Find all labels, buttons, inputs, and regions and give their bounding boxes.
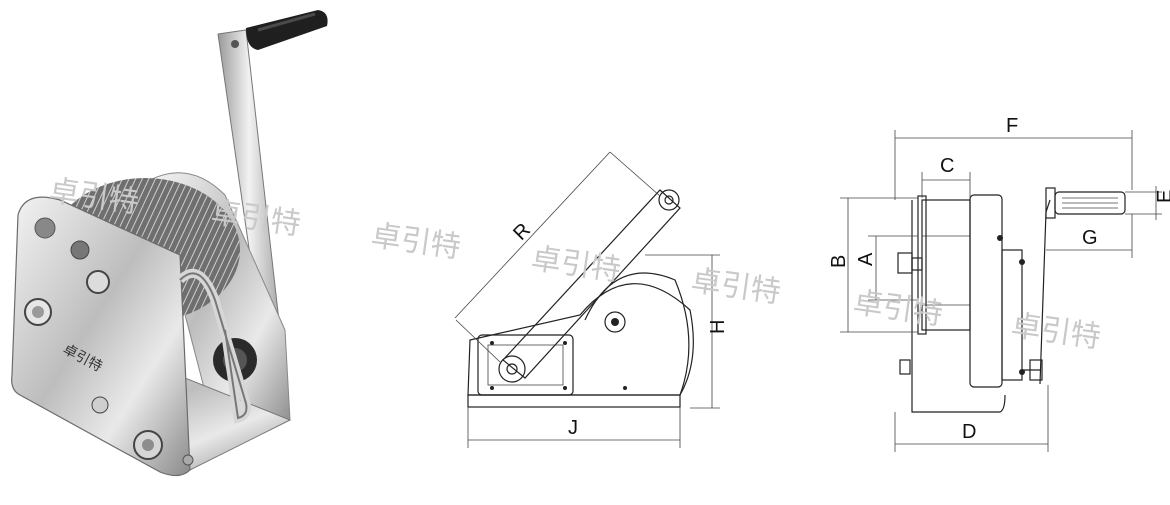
dim-label-r: R bbox=[509, 219, 535, 245]
watermark: 卓引特 bbox=[529, 241, 623, 288]
dim-label-e: E bbox=[1154, 190, 1170, 203]
winch-photo: 卓引特 bbox=[11, 10, 328, 477]
hook-icon bbox=[176, 268, 251, 424]
watermark: 卓引特 bbox=[851, 285, 945, 332]
front-view-drawing: F C B A E G D bbox=[828, 115, 1170, 452]
dim-label-d: D bbox=[962, 421, 976, 443]
dim-label-j: J bbox=[568, 417, 578, 439]
dim-label-c: C bbox=[940, 155, 954, 177]
dim-label-h: H bbox=[707, 320, 729, 334]
bolt-icon bbox=[86, 270, 110, 294]
watermark: 卓引特 bbox=[1009, 308, 1103, 355]
arm-bolt bbox=[231, 40, 239, 48]
side-view-drawing: R H J bbox=[454, 151, 729, 448]
dim-label-a: A bbox=[855, 252, 877, 266]
dim-label-g: G bbox=[1082, 227, 1098, 249]
watermark: 卓引特 bbox=[689, 263, 783, 310]
handle-grip-icon bbox=[246, 10, 328, 50]
side-plate bbox=[11, 196, 191, 477]
dim-label-f: F bbox=[1006, 115, 1018, 137]
watermark: 卓引特 bbox=[369, 218, 463, 265]
dim-label-b: B bbox=[828, 255, 850, 268]
bolt-icon bbox=[91, 396, 109, 414]
